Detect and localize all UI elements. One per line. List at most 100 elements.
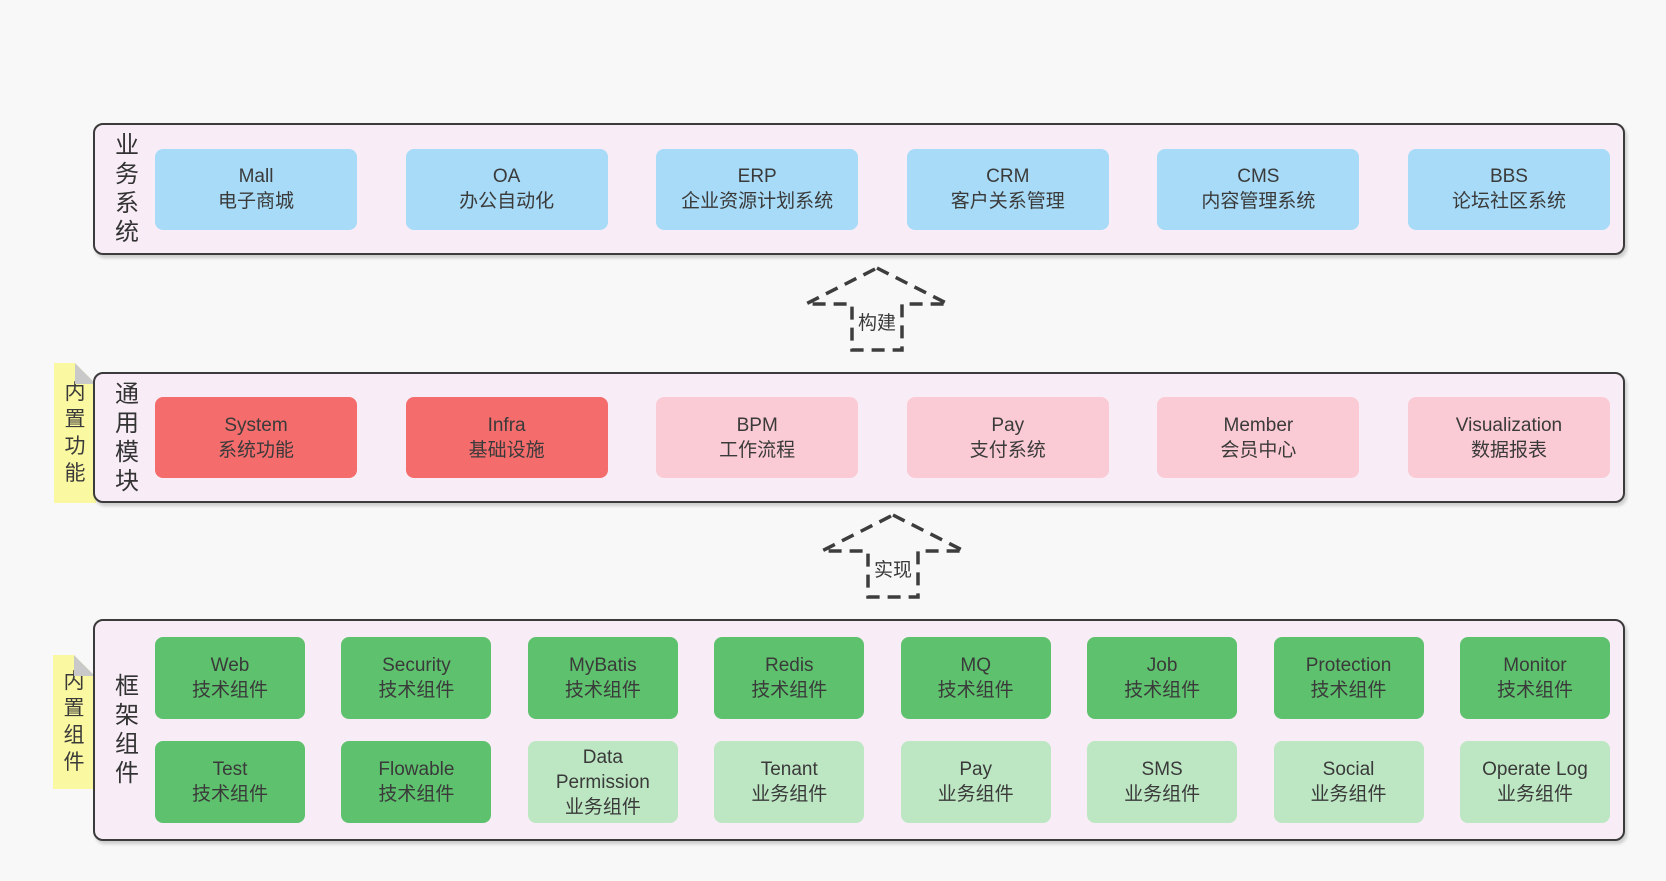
folded-corner-icon: [74, 655, 95, 676]
arrow-label: 实现: [870, 555, 916, 582]
box-title: Operate Log: [1482, 759, 1588, 780]
box-sms: SMS 业务组件: [1087, 741, 1238, 823]
box-subtitle: 工作流程: [719, 439, 796, 461]
box-pay: Pay 业务组件: [900, 741, 1051, 823]
box-title: Monitor: [1503, 655, 1567, 676]
section-business-systems: 业务系统 Mall 电子商城 OA 办公自动化 ERP 企业资源计划系统 CRM…: [93, 123, 1625, 255]
box-subtitle: 技术组件: [191, 680, 268, 701]
box-cms: CMS 内容管理系统: [1157, 148, 1360, 230]
box-title: Tenant: [760, 759, 818, 780]
box-title: MyBatis: [569, 655, 637, 676]
box-monitor: Monitor 技术组件: [1459, 637, 1610, 719]
box-test: Test 技术组件: [155, 741, 305, 823]
up-arrow-dashed-icon: [821, 513, 965, 599]
box-subtitle: 业务组件: [564, 796, 641, 818]
box-title: Test: [212, 759, 248, 780]
box-title: OA: [492, 166, 521, 187]
box-subtitle: 企业资源计划系统: [681, 191, 834, 212]
box-subtitle: 技术组件: [1124, 680, 1201, 701]
section-label-common-modules: 通用模块: [115, 380, 139, 495]
box-tenant: Tenant 业务组件: [714, 741, 865, 823]
box-title: Pay: [991, 414, 1025, 436]
section-framework-components: 框架组件 Web 技术组件 Security 技术组件 MyBatis 技术组件…: [93, 619, 1625, 841]
box-security: Security 技术组件: [341, 637, 492, 719]
box-title: Data Permission: [555, 746, 650, 793]
box-subtitle: 业务组件: [1496, 784, 1573, 805]
box-subtitle: 客户关系管理: [950, 191, 1065, 212]
box-title: Infra: [487, 414, 526, 436]
box-title: Job: [1146, 655, 1178, 676]
box-title: ERP: [737, 166, 777, 187]
box-protection: Protection 技术组件: [1273, 637, 1424, 719]
box-title: BBS: [1489, 166, 1528, 187]
box-subtitle: 论坛社区系统: [1451, 191, 1566, 212]
box-grid: System 系统功能 Infra 基础设施 BPM 工作流程 Pay 支付系统…: [155, 374, 1610, 501]
box-bpm: BPM 工作流程: [656, 397, 859, 478]
box-erp: ERP 企业资源计划系统: [656, 148, 859, 230]
sticky-note-built-in-components: 内置组件: [53, 655, 95, 789]
section-label-business-systems: 业务系统: [115, 132, 139, 246]
box-subtitle: 业务组件: [751, 784, 828, 805]
box-subtitle: 技术组件: [1310, 680, 1387, 701]
box-title: System: [224, 414, 288, 436]
box-bbs: BBS 论坛社区系统: [1407, 148, 1610, 230]
box-title: Web: [210, 655, 250, 676]
section-common-modules: 通用模块 System 系统功能 Infra 基础设施 BPM 工作流程 Pay…: [93, 372, 1625, 503]
box-title: Security: [382, 655, 451, 676]
box-oa: OA 办公自动化: [405, 148, 608, 230]
box-web: Web 技术组件: [155, 637, 305, 719]
box-visualization: Visualization 数据报表: [1407, 397, 1610, 478]
box-crm: CRM 客户关系管理: [906, 148, 1109, 230]
box-title: CRM: [986, 166, 1030, 187]
box-subtitle: 内容管理系统: [1201, 191, 1316, 212]
box-subtitle: 技术组件: [378, 680, 455, 701]
arrow-build: 构建: [802, 264, 952, 354]
box-title: CMS: [1237, 166, 1280, 187]
box-row: System 系统功能 Infra 基础设施 BPM 工作流程 Pay 支付系统…: [155, 397, 1610, 478]
box-mybatis: MyBatis 技术组件: [527, 637, 678, 719]
box-row: Mall 电子商城 OA 办公自动化 ERP 企业资源计划系统 CRM 客户关系…: [155, 148, 1610, 230]
box-subtitle: 基础设施: [468, 439, 545, 461]
box-title: Social: [1322, 759, 1375, 780]
box-subtitle: 技术组件: [751, 680, 828, 701]
box-subtitle: 数据报表: [1470, 439, 1547, 461]
box-mq: MQ 技术组件: [900, 637, 1051, 719]
box-data-permission: Data Permission 业务组件: [527, 741, 678, 823]
box-title: BPM: [736, 414, 778, 436]
box-subtitle: 技术组件: [937, 680, 1014, 701]
box-subtitle: 办公自动化: [459, 191, 555, 212]
box-row: Web 技术组件 Security 技术组件 MyBatis 技术组件 Redi…: [155, 637, 1610, 719]
box-flowable: Flowable 技术组件: [341, 741, 492, 823]
box-subtitle: 业务组件: [1310, 784, 1387, 805]
box-social: Social 业务组件: [1273, 741, 1424, 823]
box-subtitle: 电子商城: [217, 191, 294, 212]
box-redis: Redis 技术组件: [714, 637, 865, 719]
box-title: MQ: [960, 655, 991, 676]
box-title: Member: [1223, 414, 1294, 436]
box-title: Pay: [959, 759, 993, 780]
box-system: System 系统功能: [155, 397, 357, 478]
box-operate-log: Operate Log 业务组件: [1459, 741, 1610, 823]
box-grid: Mall 电子商城 OA 办公自动化 ERP 企业资源计划系统 CRM 客户关系…: [155, 125, 1610, 253]
box-title: Flowable: [378, 759, 455, 780]
box-title: Mall: [238, 166, 274, 187]
box-subtitle: 技术组件: [1496, 680, 1573, 701]
sticky-note-built-in-functions: 内置功能: [54, 363, 96, 503]
box-member: Member 会员中心: [1157, 397, 1360, 478]
box-subtitle: 技术组件: [191, 784, 268, 805]
box-infra: Infra 基础设施: [405, 397, 608, 478]
box-title: SMS: [1141, 759, 1183, 780]
box-job: Job 技术组件: [1087, 637, 1238, 719]
box-subtitle: 支付系统: [969, 439, 1046, 461]
box-subtitle: 业务组件: [937, 784, 1014, 805]
box-subtitle: 技术组件: [378, 784, 455, 805]
box-grid: Web 技术组件 Security 技术组件 MyBatis 技术组件 Redi…: [155, 621, 1610, 839]
box-title: Visualization: [1455, 414, 1563, 436]
section-label-framework-components: 框架组件: [115, 673, 139, 787]
box-title: Protection: [1305, 655, 1392, 676]
box-subtitle: 会员中心: [1220, 439, 1297, 461]
arrow-label: 构建: [854, 308, 900, 335]
box-subtitle: 技术组件: [564, 680, 641, 701]
box-pay: Pay 支付系统: [906, 397, 1109, 478]
